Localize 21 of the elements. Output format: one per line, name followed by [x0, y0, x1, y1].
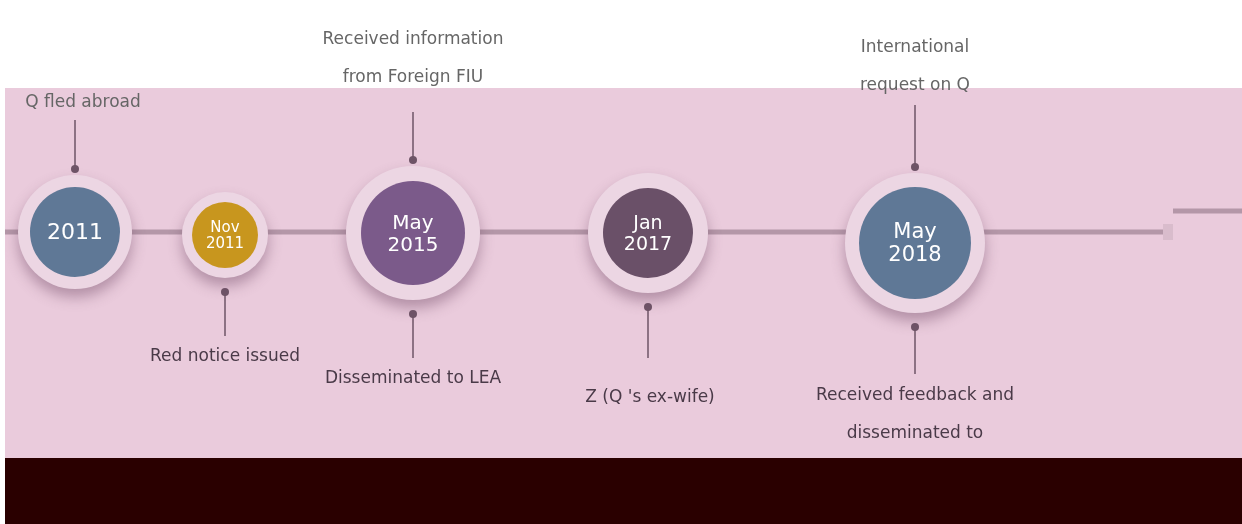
date-label: 2011: [46, 219, 104, 245]
event-label: International request on Q: [830, 25, 1000, 105]
leader-line: [409, 111, 417, 164]
event-label: Received feedback and disseminated to: [800, 374, 1030, 452]
date-label: Jan 2017: [623, 212, 673, 254]
timeline-connector: [480, 229, 588, 235]
timeline-connector: [708, 229, 846, 235]
leader-line: [911, 323, 919, 375]
leader-line: [644, 303, 652, 359]
event-label: Q fled abroad: [8, 82, 158, 120]
date-label: Nov 2011: [205, 218, 245, 252]
leader-line: [409, 310, 417, 359]
timeline-connector: [132, 229, 183, 235]
date-label: May 2018: [887, 219, 943, 267]
event-label: Received information from Foreign FIU: [318, 2, 508, 112]
timeline-connector: [267, 229, 346, 235]
leader-line: [911, 104, 919, 171]
leader-line: [71, 119, 79, 173]
event-label: Z (Q 's ex-wife): [575, 358, 725, 434]
leader-line: [221, 288, 229, 337]
date-label: May 2015: [387, 211, 439, 255]
